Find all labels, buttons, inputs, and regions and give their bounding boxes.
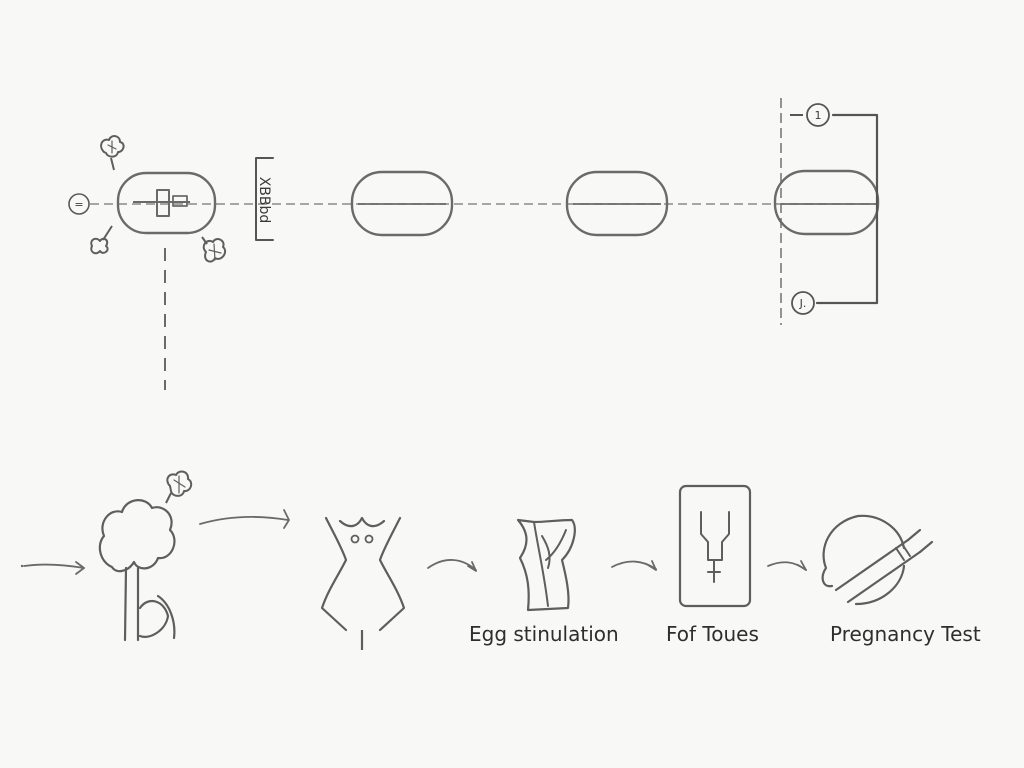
step-label-egg-stimulation: Egg stinulation xyxy=(469,622,619,646)
capsule-4 xyxy=(773,169,880,236)
bottom-row xyxy=(20,470,934,650)
capsule-3 xyxy=(565,170,669,237)
folded-shape-icon xyxy=(516,518,576,612)
top-marker: 1 xyxy=(806,103,830,127)
capsule-2 xyxy=(350,170,454,237)
cloud-head-figure-icon xyxy=(98,470,193,642)
left-marker: = xyxy=(68,193,90,215)
device-card-icon xyxy=(678,484,752,608)
flower-icon-bottom-right xyxy=(201,236,227,263)
bottom-marker: J. xyxy=(791,291,815,315)
dress-silhouette-icon xyxy=(320,516,406,650)
side-label-text: XBBbd xyxy=(256,177,272,224)
pregnancy-test-icon xyxy=(821,514,934,606)
bottom-marker-text: J. xyxy=(799,297,807,310)
flower-icon-bottom-left xyxy=(90,225,113,255)
left-marker-text: = xyxy=(74,198,83,211)
flower-icon-top xyxy=(100,135,125,171)
arrow-5 xyxy=(767,560,807,571)
top-row: = xyxy=(68,98,880,390)
step-label-pregnancy-test: Pregnancy Test xyxy=(830,622,981,646)
arrow-1 xyxy=(20,561,85,575)
right-bracket xyxy=(790,113,879,305)
side-label-bracket: XBBbd xyxy=(255,157,274,241)
step-label-fof-toues: Fof Toues xyxy=(666,622,759,646)
arrow-2 xyxy=(199,509,290,529)
top-marker-text: 1 xyxy=(815,109,822,122)
capsule-1 xyxy=(116,171,217,235)
arrow-3 xyxy=(427,559,477,572)
arrow-4 xyxy=(611,560,657,571)
